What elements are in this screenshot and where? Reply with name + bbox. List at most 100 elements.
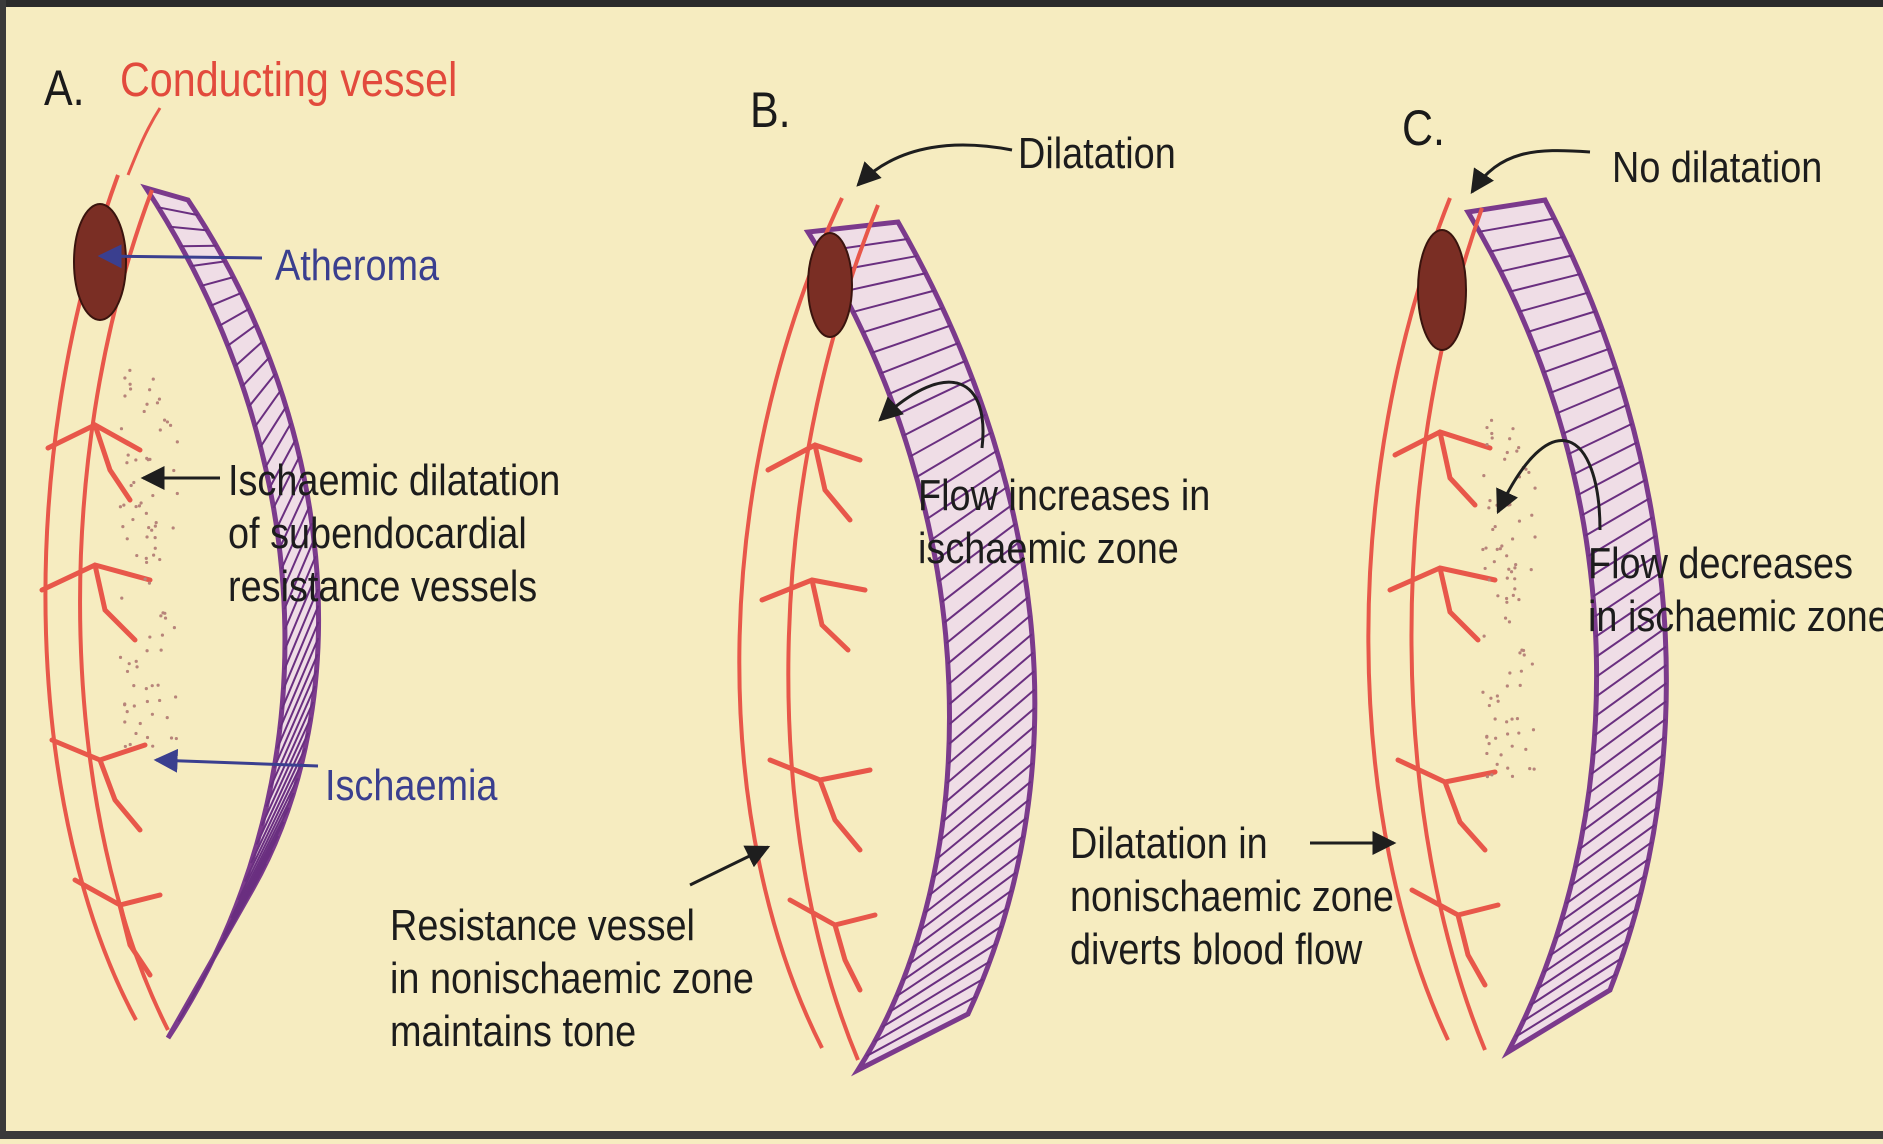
panel-b-dilatation-arrow (858, 145, 1012, 185)
ischaemia-dot (1496, 548, 1499, 551)
panel-c-atheroma (1418, 230, 1466, 350)
ischaemia-dot (147, 526, 150, 529)
ischaemia-dot (140, 501, 143, 504)
ischaemia-dot (1523, 653, 1526, 656)
ischaemia-dot (1490, 773, 1493, 776)
ischaemia-dot (1524, 748, 1527, 751)
ischaemia-dot (1510, 570, 1513, 573)
ischaemia-dot (128, 369, 131, 372)
ischaemia-dot (1506, 577, 1509, 580)
ischaemia-dot (1511, 537, 1514, 540)
ischaemia-dot (152, 378, 155, 381)
ischaemia-dot (160, 649, 163, 652)
ischaemia-dot (134, 505, 137, 508)
ischaemia-dot (145, 512, 148, 515)
flow-increases-line-2: ischaemic zone (918, 523, 1210, 576)
ischaemia-dot (148, 388, 151, 391)
ischaemia-dot (129, 743, 132, 746)
ischaemia-dot (1490, 432, 1493, 435)
ischaemia-dot (134, 732, 137, 735)
flow-decreases-line-2: in ischaemic zone (1588, 591, 1883, 644)
ischaemia-dot (1508, 671, 1511, 674)
ischaemia-dot (1506, 684, 1509, 687)
ischaemia-dot (1493, 560, 1496, 563)
ischaemia-dot (151, 494, 154, 497)
ischaemia-dot (1531, 662, 1534, 665)
panel-a-atheroma (74, 204, 126, 320)
ischaemia-dot (1511, 775, 1514, 778)
ischaemia-dot (134, 458, 137, 461)
flow-decreases-label: Flow decreases in ischaemic zone (1588, 538, 1883, 644)
ischaemia-dot (126, 670, 129, 673)
ischaemia-dot (146, 736, 149, 739)
ischaemia-dot (124, 745, 127, 748)
ischaemia-dot (147, 458, 150, 461)
ischaemia-dot (164, 616, 167, 619)
ischaemia-dot (1482, 474, 1485, 477)
ischaemia-dot (1510, 717, 1513, 720)
ischaemia-dot (1517, 446, 1520, 449)
ischaemia-dot (172, 526, 175, 529)
ischaemia-dot (1496, 763, 1499, 766)
panel-c-dots (1481, 419, 1536, 778)
ischaemic-dilatation-line-2: of subendocardial (228, 508, 560, 561)
ischaemia-dot (166, 420, 169, 423)
ischaemia-dot (135, 554, 138, 557)
ischaemia-dot (1528, 767, 1531, 770)
resistance-vessel-line-1: Resistance vessel (390, 900, 754, 953)
ischaemia-dot (121, 525, 124, 528)
ischaemia-dot (1488, 578, 1491, 581)
ischaemia-dot (1511, 427, 1514, 430)
ischaemia-dot (161, 634, 164, 637)
ischaemia-dot (1494, 717, 1497, 720)
ischaemia-dot (1530, 514, 1533, 517)
ischaemia-dot (132, 481, 135, 484)
ischaemic-dilatation-line-3: resistance vessels (228, 561, 560, 614)
ischaemia-label: Ischaemia (325, 760, 497, 813)
ischaemic-dilatation-line-1: Ischaemic dilatation (228, 455, 560, 508)
panel-a-resistance-vessels (42, 425, 160, 975)
dilatation-diverts-label: Dilatation in nonischaemic zone diverts … (1070, 818, 1394, 976)
panel-c-resistance-vessels (1390, 432, 1498, 985)
flow-increases-label: Flow increases in ischaemic zone (918, 470, 1210, 576)
panel-a-atheroma-arrow (100, 256, 262, 258)
ischaemia-dot (158, 699, 161, 702)
ischaemia-dot (120, 597, 123, 600)
ischaemia-dot (1494, 737, 1497, 740)
panel-a-conducting-vessel-lead (128, 108, 160, 175)
resistance-vessel-label: Resistance vessel in nonischaemic zone m… (390, 900, 754, 1058)
ischaemia-dot (127, 453, 130, 456)
ischaemia-dot (1533, 768, 1536, 771)
ischaemia-dot (1500, 544, 1503, 547)
ischaemia-dot (1516, 717, 1519, 720)
ischaemia-dot (123, 376, 126, 379)
dilatation-diverts-line-1: Dilatation in (1070, 818, 1394, 871)
ischaemia-dot (126, 710, 129, 713)
ischaemia-dot (1491, 528, 1494, 531)
ischaemia-dot (128, 662, 131, 665)
ischaemia-dot (131, 518, 134, 521)
ischaemia-dot (158, 558, 161, 561)
ischaemia-dot (145, 403, 148, 406)
ischaemia-dot (1507, 568, 1510, 571)
ischaemia-dot (163, 418, 166, 421)
panel-a-dots (119, 369, 179, 748)
no-dilatation-label: No dilatation (1612, 142, 1822, 195)
ischaemia-dot (1506, 767, 1509, 770)
resistance-vessel-line-2: in nonischaemic zone (390, 953, 754, 1006)
ischaemia-dot (1487, 506, 1490, 509)
ischaemia-dot (145, 557, 148, 560)
ischaemia-dot (123, 720, 126, 723)
ischaemia-dot (1496, 594, 1499, 597)
panel-c-letter: C. (1402, 98, 1445, 158)
ischaemia-dot (1499, 753, 1502, 756)
ischaemia-dot (161, 611, 164, 614)
ischaemia-dot (1481, 691, 1484, 694)
ischaemia-dot (166, 716, 169, 719)
ischaemia-dot (1527, 471, 1530, 474)
ischaemia-dot (123, 703, 126, 706)
atheroma-label: Atheroma (275, 240, 439, 293)
panel-c-no-dilatation-arrow (1472, 151, 1590, 192)
ischaemia-dot (1495, 504, 1498, 507)
